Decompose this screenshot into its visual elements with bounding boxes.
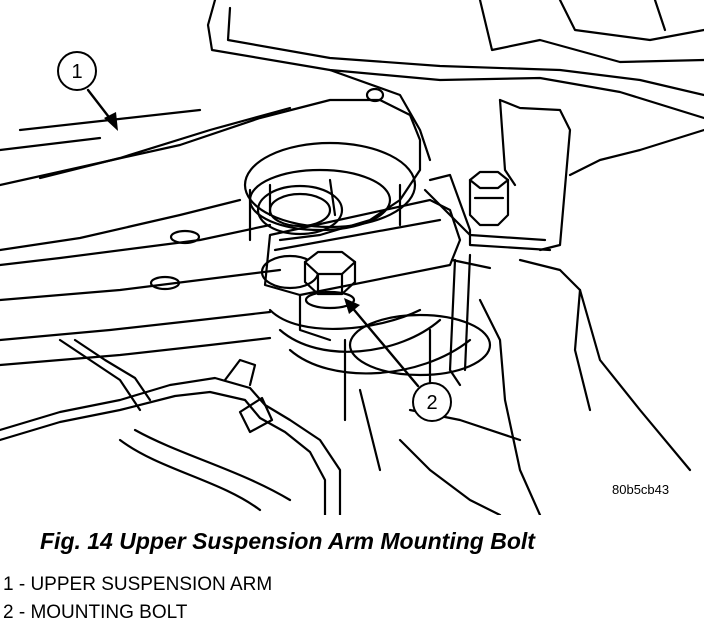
legend-item: 1 - UPPER SUSPENSION ARM xyxy=(3,574,273,595)
brake-line xyxy=(0,338,342,515)
body-frame xyxy=(206,0,704,177)
image-code: 80b5cb43 xyxy=(612,482,670,497)
link-rod xyxy=(423,98,572,387)
bushing-stack xyxy=(243,141,417,242)
figure-caption: Fig. 14 Upper Suspension Arm Mounting Bo… xyxy=(40,528,535,554)
legend-list: 1 - UPPER SUSPENSION ARM 2 - MOUNTING BO… xyxy=(3,572,272,628)
callout-1-number: 1 xyxy=(71,61,82,83)
callout-2: 2 xyxy=(344,298,452,422)
suspension-illustration: 1 2 80b5cb43 xyxy=(0,0,704,515)
frame-rail xyxy=(0,108,282,367)
callout-2-number: 2 xyxy=(426,392,437,414)
legend-item: 2 - MOUNTING BOLT xyxy=(3,602,188,623)
mounting-bolt-head xyxy=(303,250,357,310)
callout-1: 1 xyxy=(57,51,118,131)
